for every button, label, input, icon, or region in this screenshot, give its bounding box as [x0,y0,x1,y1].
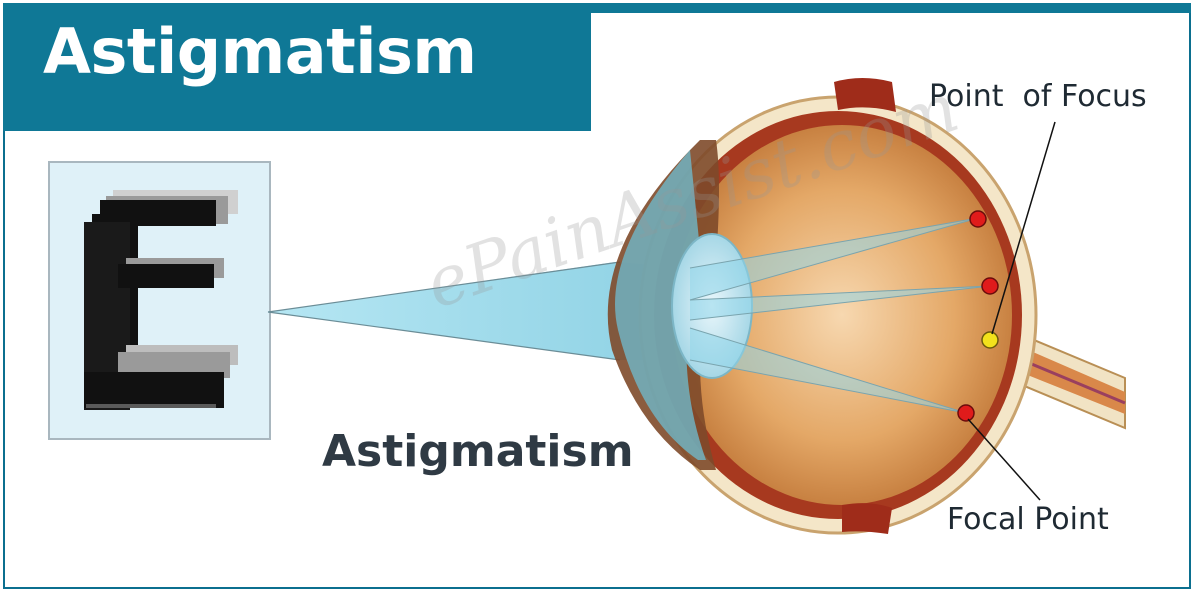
focal-dot-middle [982,278,998,294]
point-of-focus-label: Point of Focus [929,82,1147,112]
focal-point-label: Focal Point [947,505,1109,535]
point-of-focus-dot [982,332,998,348]
focal-dot-upper [970,211,986,227]
blurred-letter-e [84,190,238,410]
focal-dot-lower [958,405,974,421]
diagram-caption: Astigmatism [322,430,634,474]
